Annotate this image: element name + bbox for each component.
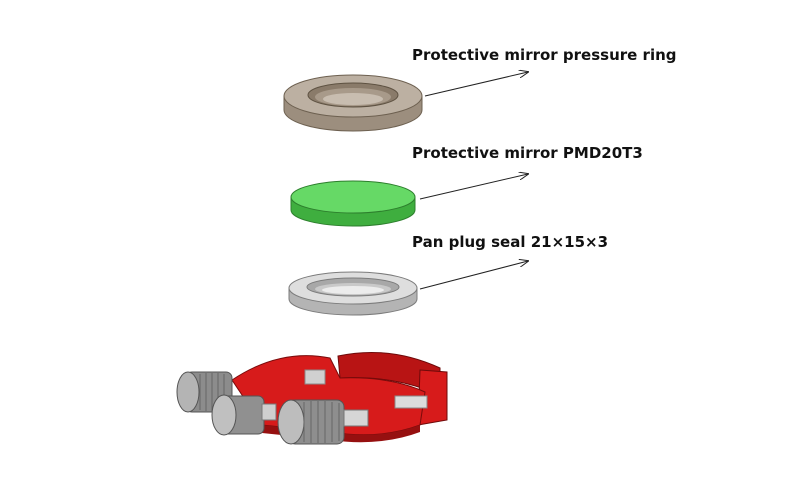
leader-line-mirror xyxy=(419,174,528,200)
label-protective-mirror: Protective mirror PMD20T3 xyxy=(412,144,643,162)
thumb-screw-knob-middle xyxy=(211,394,277,436)
label-pressure-ring: Protective mirror pressure ring xyxy=(412,46,677,64)
pressure-ring-part xyxy=(283,74,423,132)
protective-mirror-part xyxy=(290,180,416,227)
leader-line-pressure-ring xyxy=(424,72,528,97)
pan-plug-seal-part xyxy=(288,271,418,316)
label-pan-plug-seal: Pan plug seal 21×15×3 xyxy=(412,233,609,251)
bracket-assembly-part xyxy=(176,351,448,445)
leader-line-seal xyxy=(419,261,528,290)
thumb-screw-knob-right xyxy=(277,399,369,445)
